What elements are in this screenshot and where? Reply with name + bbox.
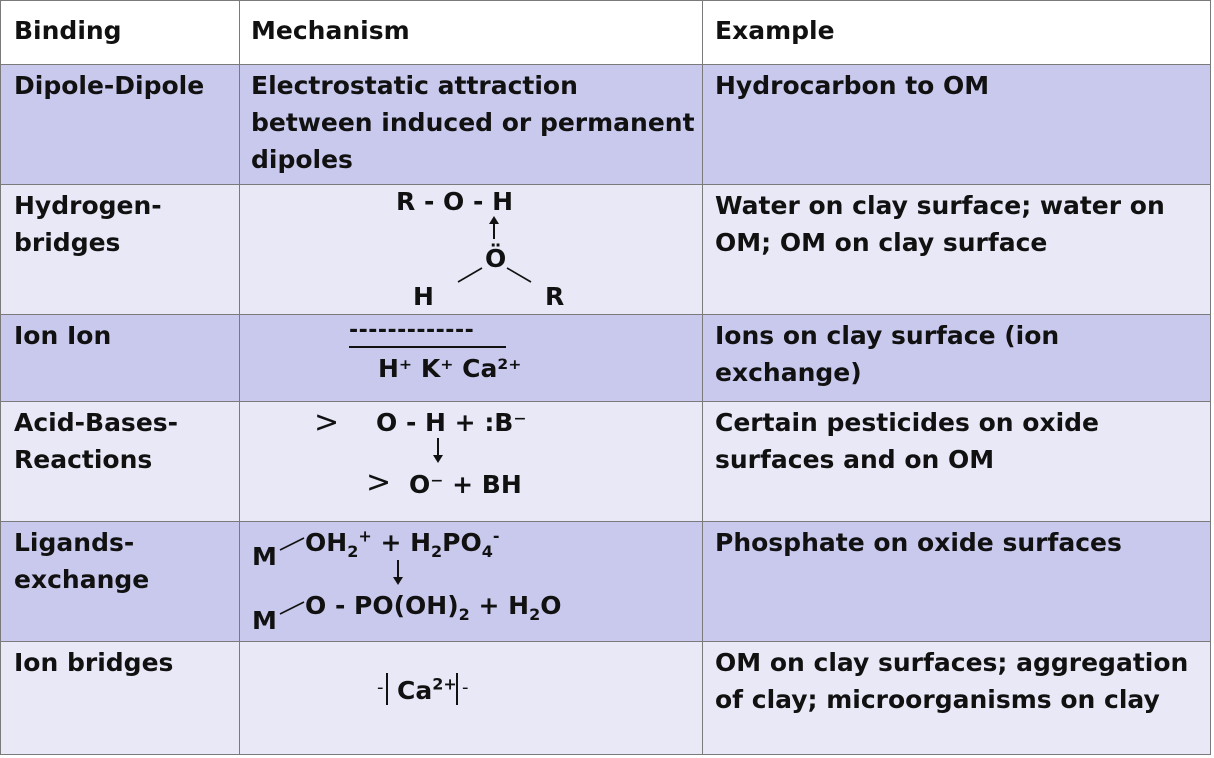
header-example: Example — [715, 16, 835, 45]
grid-line — [0, 314, 1211, 315]
grid-line — [0, 0, 1, 755]
grid-line — [0, 64, 1211, 65]
acid-base-bottom: O⁻ + BH — [409, 470, 522, 499]
ion-surface-line — [349, 346, 506, 348]
row-5-binding: Ligands-exchange — [14, 528, 150, 594]
ion-bridge-left-surface — [386, 673, 388, 705]
ion-bridge-right-charge: - — [462, 677, 469, 698]
row-4-binding: Acid-Bases-Reactions — [14, 408, 179, 474]
ion-bridge-ion: Ca2+ — [397, 674, 457, 705]
row-1-mechanism: Electrostatic attraction between induced… — [251, 71, 695, 174]
header-binding: Binding — [14, 16, 122, 45]
down-arrow-icon — [393, 560, 403, 585]
grid-line — [239, 0, 240, 755]
row-band-5 — [0, 521, 1211, 641]
row-3-example: Ions on clay surface (ion exchange) — [715, 321, 1060, 387]
metal-bottom: M — [252, 606, 277, 635]
row-band-6 — [0, 641, 1211, 755]
acid-base-top: O - H + :B⁻ — [376, 408, 527, 437]
grid-line — [0, 754, 1211, 755]
h-bridge-top: R - O - H — [396, 187, 513, 216]
ion-list: H⁺ K⁺ Ca²⁺ — [378, 354, 522, 383]
bond-line — [279, 537, 305, 551]
h-bridge-oxygen: Ö — [485, 244, 507, 273]
row-5-example: Phosphate on oxide surfaces — [715, 528, 1122, 557]
grid-line — [0, 0, 1211, 1]
grid-line — [0, 521, 1211, 522]
surface-bracket-bottom: > — [366, 465, 392, 500]
bond-line — [279, 601, 305, 615]
row-6-example: OM on clay surfaces; aggregation of clay… — [715, 648, 1189, 714]
surface-bracket-top: > — [314, 405, 340, 440]
row-1-example: Hydrocarbon to OM — [715, 71, 990, 100]
h-bridge-right: R — [545, 282, 565, 311]
row-4-example: Certain pesticides on oxide surfaces and… — [715, 408, 1099, 474]
row-band-1 — [0, 64, 1211, 184]
metal-top: M — [252, 542, 277, 571]
row-1-binding: Dipole-Dipole — [14, 71, 205, 100]
row-2-binding: Hydrogen-bridges — [14, 191, 162, 257]
ion-surface-dashes: ------------- — [349, 318, 475, 343]
ligand-top: OH2+ + H2PO4- — [305, 526, 500, 561]
row-band-2 — [0, 184, 1211, 314]
ion-bridge-left-charge: - — [377, 677, 384, 698]
h-bridge-left: H — [413, 282, 434, 311]
row-3-binding: Ion Ion — [14, 321, 112, 350]
grid-line — [0, 184, 1211, 185]
down-arrow-icon — [433, 438, 443, 463]
grid-line — [0, 641, 1211, 642]
up-arrow-icon — [489, 216, 499, 239]
row-6-binding: Ion bridges — [14, 648, 174, 677]
bond-line — [457, 267, 532, 283]
grid-line — [0, 401, 1211, 402]
row-2-example: Water on clay surface; water on OM; OM o… — [715, 191, 1165, 257]
ligand-bottom: O - PO(OH)2 + H2O — [305, 591, 562, 624]
ion-bridge-right-surface — [456, 673, 458, 705]
row-band-4 — [0, 401, 1211, 521]
grid-line — [1210, 0, 1211, 755]
grid-line — [702, 0, 703, 755]
row-band-3 — [0, 314, 1211, 401]
header-mechanism: Mechanism — [251, 16, 410, 45]
